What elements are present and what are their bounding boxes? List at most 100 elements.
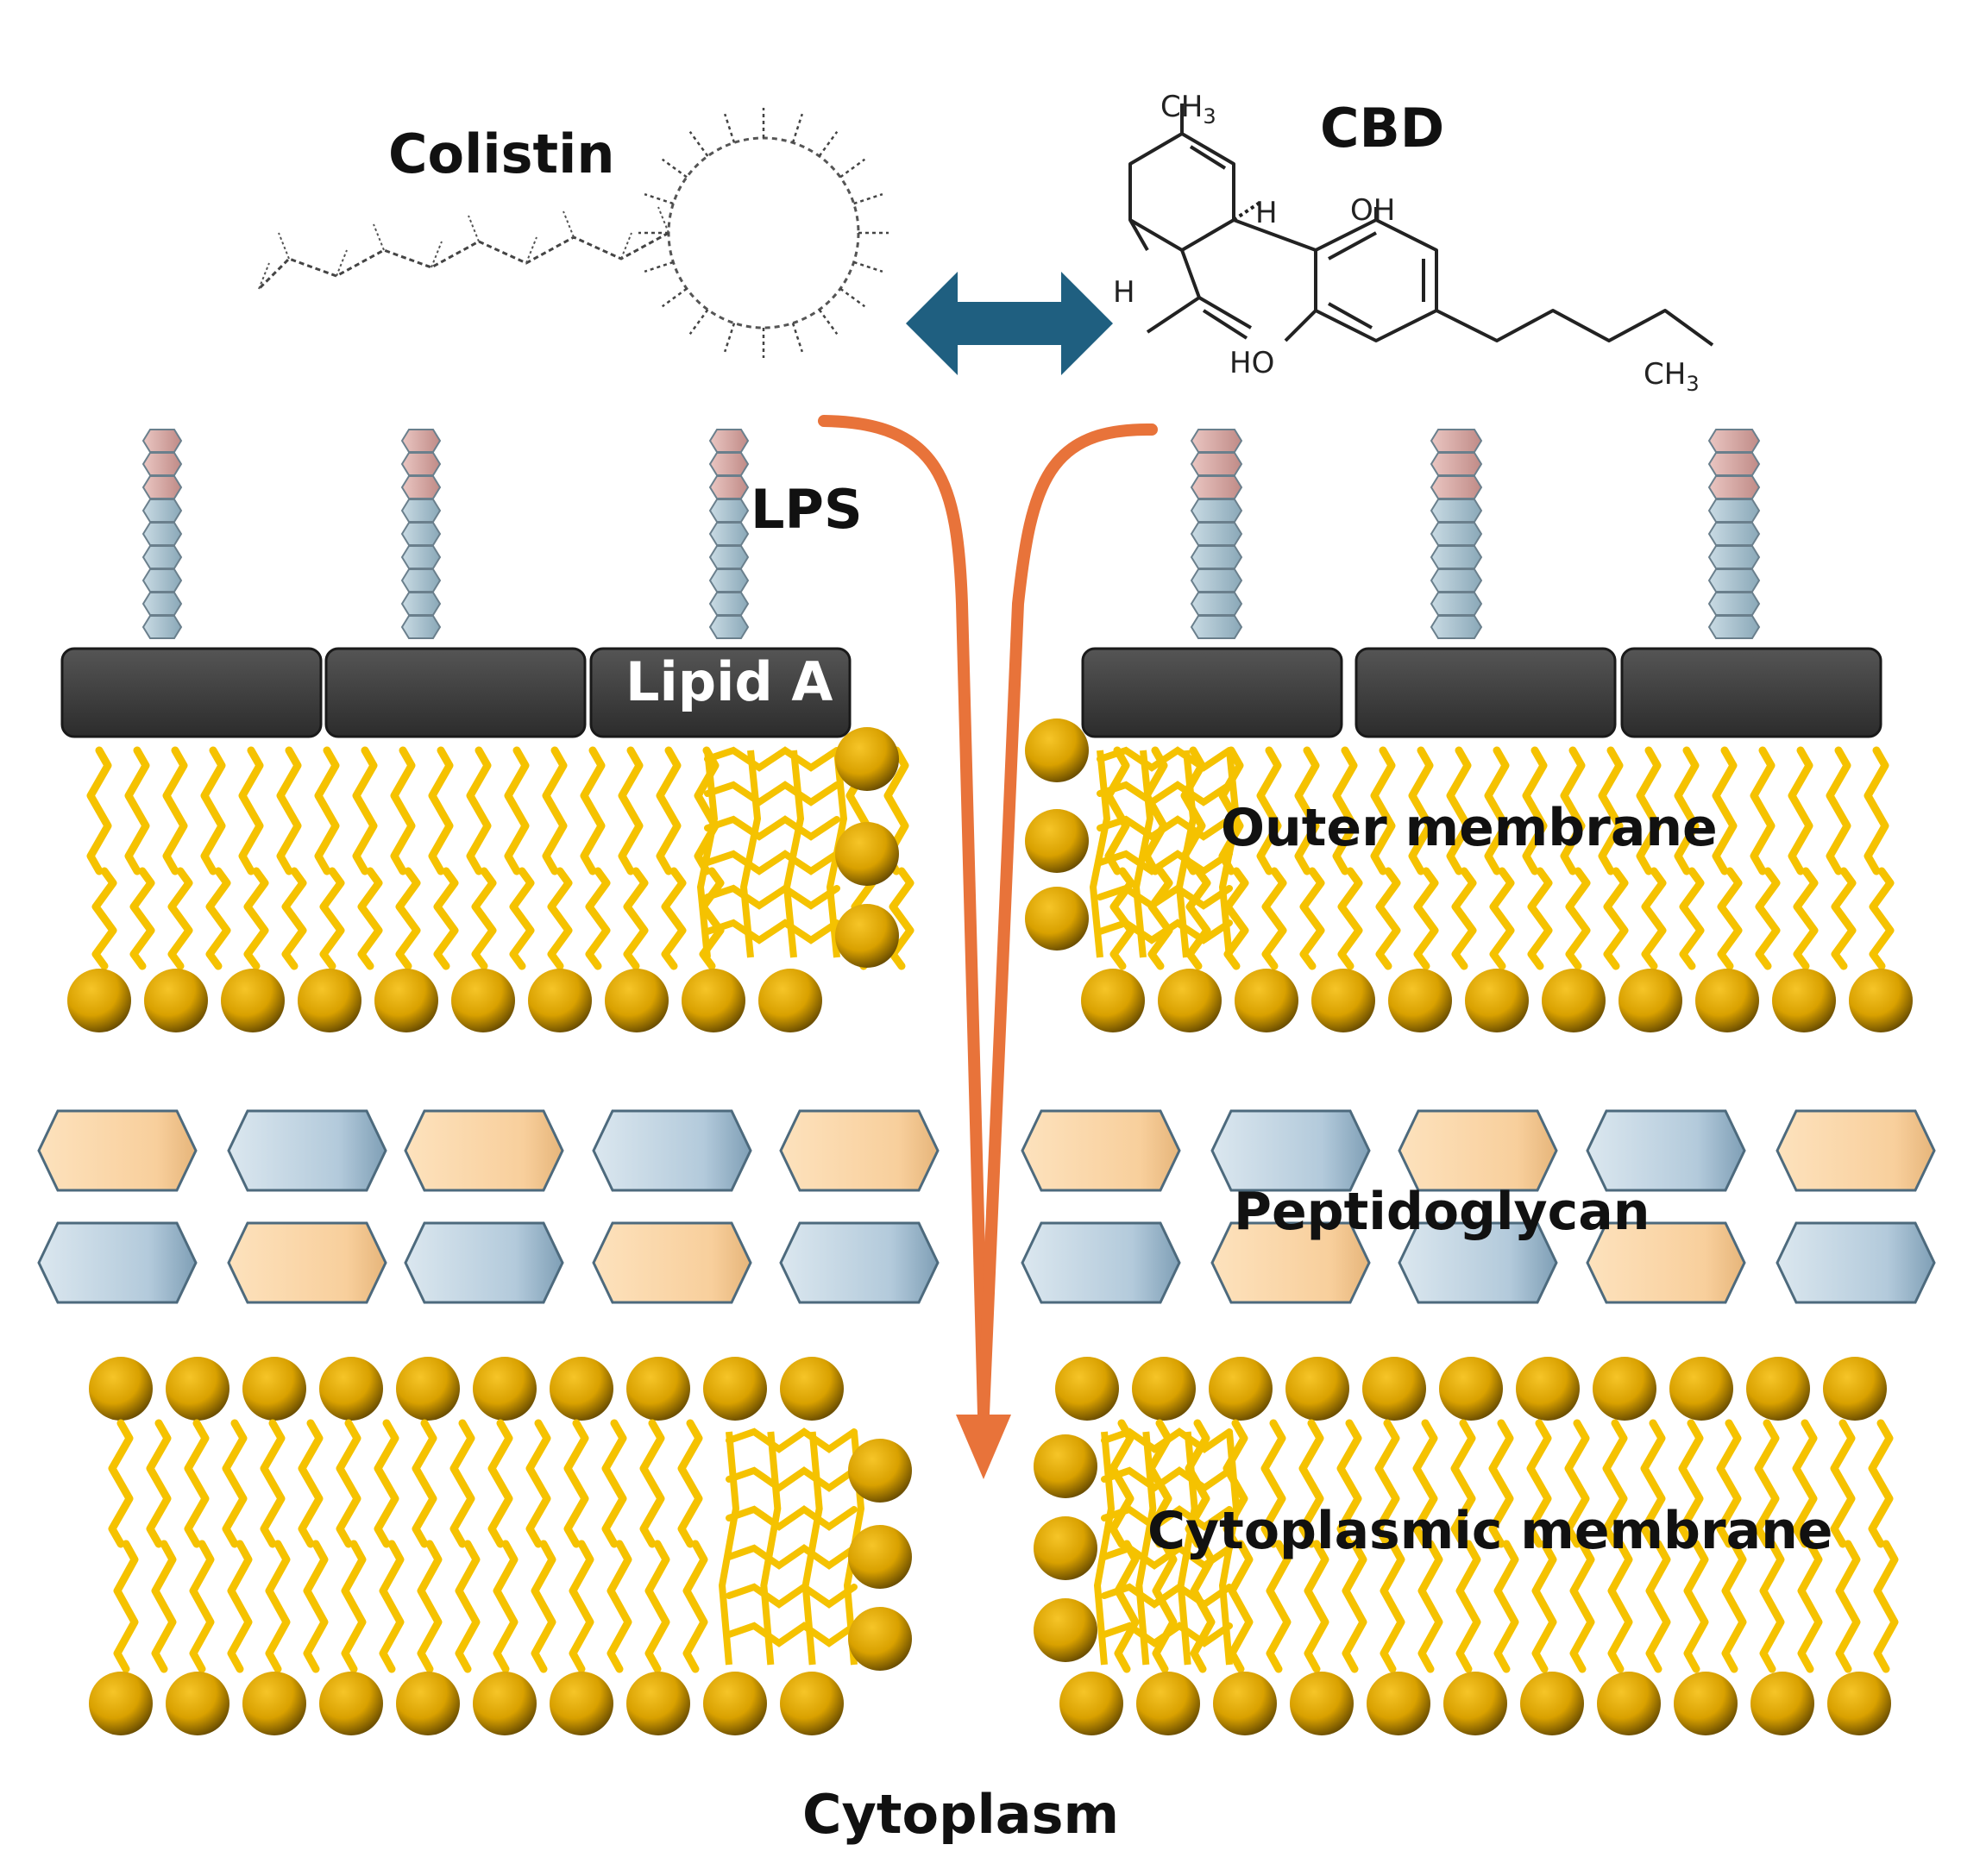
- colistin-label: Colistin: [388, 122, 615, 185]
- lps-sugar-unit: [1190, 545, 1243, 569]
- cytoplasmic-membrane-head: [1055, 1357, 1119, 1421]
- cytoplasmic-membrane-tail-upper: [374, 1419, 399, 1548]
- cytoplasmic-membrane-tail-upper: [1830, 1419, 1856, 1548]
- outer-membrane-tail-lower: [433, 867, 459, 970]
- cytoplasmic-membrane-tail-lower: [1228, 1540, 1254, 1673]
- cytoplasmic-membrane-head: [550, 1672, 613, 1735]
- cytoplasm-label: Cytoplasm: [802, 1783, 1119, 1846]
- lps-sugar-unit: [708, 452, 750, 476]
- cytoplasmic-membrane-tangled-tails: [1177, 1431, 1198, 1666]
- cytoplasmic-membrane-head: [1827, 1672, 1891, 1735]
- cytoplasmic-membrane-tangled-tails: [726, 1583, 858, 1609]
- colistin-side-group: [839, 158, 866, 179]
- cytoplasmic-membrane-tail-upper: [1564, 1419, 1590, 1548]
- peptidoglycan-unit: [37, 1221, 198, 1304]
- outer-membrane-tail-upper: [428, 746, 454, 875]
- outer-membrane-pore-head: [1025, 718, 1089, 782]
- outer-membrane-tangled-tails: [739, 750, 762, 958]
- outer-membrane-tail-upper: [1408, 746, 1434, 875]
- colistin-tail-branch: [373, 223, 385, 251]
- colistin-side-group: [839, 287, 866, 308]
- outer-membrane-tail-lower: [91, 867, 117, 970]
- cytoplasmic-membrane-head: [626, 1357, 690, 1421]
- peptidoglycan-unit: [1586, 1109, 1746, 1192]
- cytoplasmic-membrane-tail-upper: [1488, 1419, 1514, 1548]
- cytoplasmic-membrane-tail-lower: [1417, 1540, 1443, 1673]
- outer-membrane-tail-upper: [124, 746, 150, 875]
- lps-sugar-unit: [1707, 615, 1761, 639]
- cytoplasmic-membrane-head: [1516, 1357, 1580, 1421]
- outer-membrane-tangled-tails: [704, 850, 840, 875]
- lps-sugar-unit: [1430, 592, 1483, 616]
- outer-membrane-tangled-tails: [704, 884, 840, 910]
- outer-membrane-tail-lower: [1299, 867, 1325, 970]
- colistin-tail-branch: [657, 206, 669, 234]
- cytoplasmic-membrane-tangled-tails: [1093, 1431, 1116, 1666]
- cytoplasmic-membrane-tail-upper: [1298, 1419, 1324, 1548]
- colistin-structure: [257, 108, 889, 358]
- outer-membrane-tail-lower: [1337, 867, 1363, 970]
- cytoplasmic-membrane-head: [550, 1357, 613, 1421]
- cytoplasmic-membrane-head: [1823, 1357, 1887, 1421]
- outer-membrane-pore-head: [835, 727, 899, 791]
- cytoplasmic-membrane-head: [1132, 1357, 1196, 1421]
- cytoplasmic-membrane-head: [89, 1357, 153, 1421]
- outer-membrane-tail-upper: [1788, 746, 1813, 875]
- lipid-a-block: [1354, 647, 1617, 738]
- peptidoglycan-unit: [1398, 1109, 1558, 1192]
- lps-sugar-unit: [1190, 475, 1243, 499]
- outer-membrane-tangled-tails: [696, 750, 719, 958]
- lps-sugar-unit: [1190, 568, 1243, 593]
- outer-membrane-tail-upper: [1712, 746, 1738, 875]
- outer-membrane-tangled-tails: [704, 815, 840, 841]
- lps-sugar-unit: [141, 545, 183, 569]
- colistin-side-group: [724, 323, 736, 353]
- outer-membrane-tangled-tails: [1175, 750, 1197, 958]
- lipid-a-block: [1081, 647, 1343, 738]
- cytoplasmic-membrane-tail-lower: [1873, 1540, 1899, 1673]
- cytoplasmic-membrane-tangled-tails: [1101, 1466, 1233, 1492]
- lps-sugar-unit: [400, 545, 442, 569]
- cytoplasmic-membrane-head: [780, 1672, 844, 1735]
- peptidoglycan-unit: [404, 1221, 564, 1304]
- outer-membrane-head: [528, 969, 592, 1032]
- colistin-tail-branch: [336, 249, 348, 277]
- cytoplasmic-membrane-tail-lower: [1835, 1540, 1861, 1673]
- outer-membrane-tail-lower: [1451, 867, 1477, 970]
- colistin-side-group: [644, 260, 674, 273]
- cytoplasmic-membrane-tail-upper: [563, 1419, 589, 1548]
- outer-membrane-head: [1849, 969, 1913, 1032]
- entry-arrow-head: [956, 1415, 1011, 1479]
- outer-membrane-tail-upper: [1446, 746, 1472, 875]
- outer-membrane-tail-lower: [889, 867, 915, 970]
- lps-sugar-unit: [1430, 615, 1483, 639]
- lps-sugar-unit: [708, 615, 750, 639]
- peptidoglycan-unit: [404, 1109, 564, 1192]
- cytoplasmic-membrane-tail-lower: [1645, 1540, 1671, 1673]
- outer-membrane-tail-lower: [205, 867, 231, 970]
- outer-membrane-tail-upper: [1636, 746, 1662, 875]
- outer-membrane-tail-lower: [1831, 867, 1857, 970]
- lps-sugar-unit: [1190, 452, 1243, 476]
- outer-membrane-tail-lower: [357, 867, 383, 970]
- cytoplasmic-membrane-tail-lower: [1607, 1540, 1633, 1673]
- outer-membrane-pore-head: [1025, 809, 1089, 873]
- outer-membrane-tail-lower: [1413, 867, 1439, 970]
- lps-sugar-unit: [1707, 522, 1761, 546]
- cytoplasmic-membrane-tail-lower: [455, 1540, 481, 1673]
- outer-membrane-tail-lower: [1261, 867, 1287, 970]
- cytoplasmic-membrane-tail-upper: [1336, 1419, 1362, 1548]
- cytoplasmic-membrane-tail-lower: [1114, 1540, 1140, 1673]
- cytoplasmic-membrane-pore-head: [1034, 1516, 1097, 1580]
- cytoplasmic-membrane-tail-upper: [1716, 1419, 1742, 1548]
- cytoplasmic-membrane-tangled-tails: [726, 1544, 858, 1570]
- lps-sugar-unit: [1430, 545, 1483, 569]
- lps-sugar-unit: [708, 592, 750, 616]
- lps-sugar-unit: [141, 592, 183, 616]
- cytoplasmic-membrane-tail-lower: [379, 1540, 405, 1673]
- lps-sugar-unit: [1190, 429, 1243, 453]
- cytoplasmic-membrane-head: [1597, 1672, 1661, 1735]
- cytoplasmic-membrane-head: [1439, 1357, 1503, 1421]
- cbd-oh-top: OH: [1350, 193, 1395, 228]
- lps-sugar-unit: [141, 615, 183, 639]
